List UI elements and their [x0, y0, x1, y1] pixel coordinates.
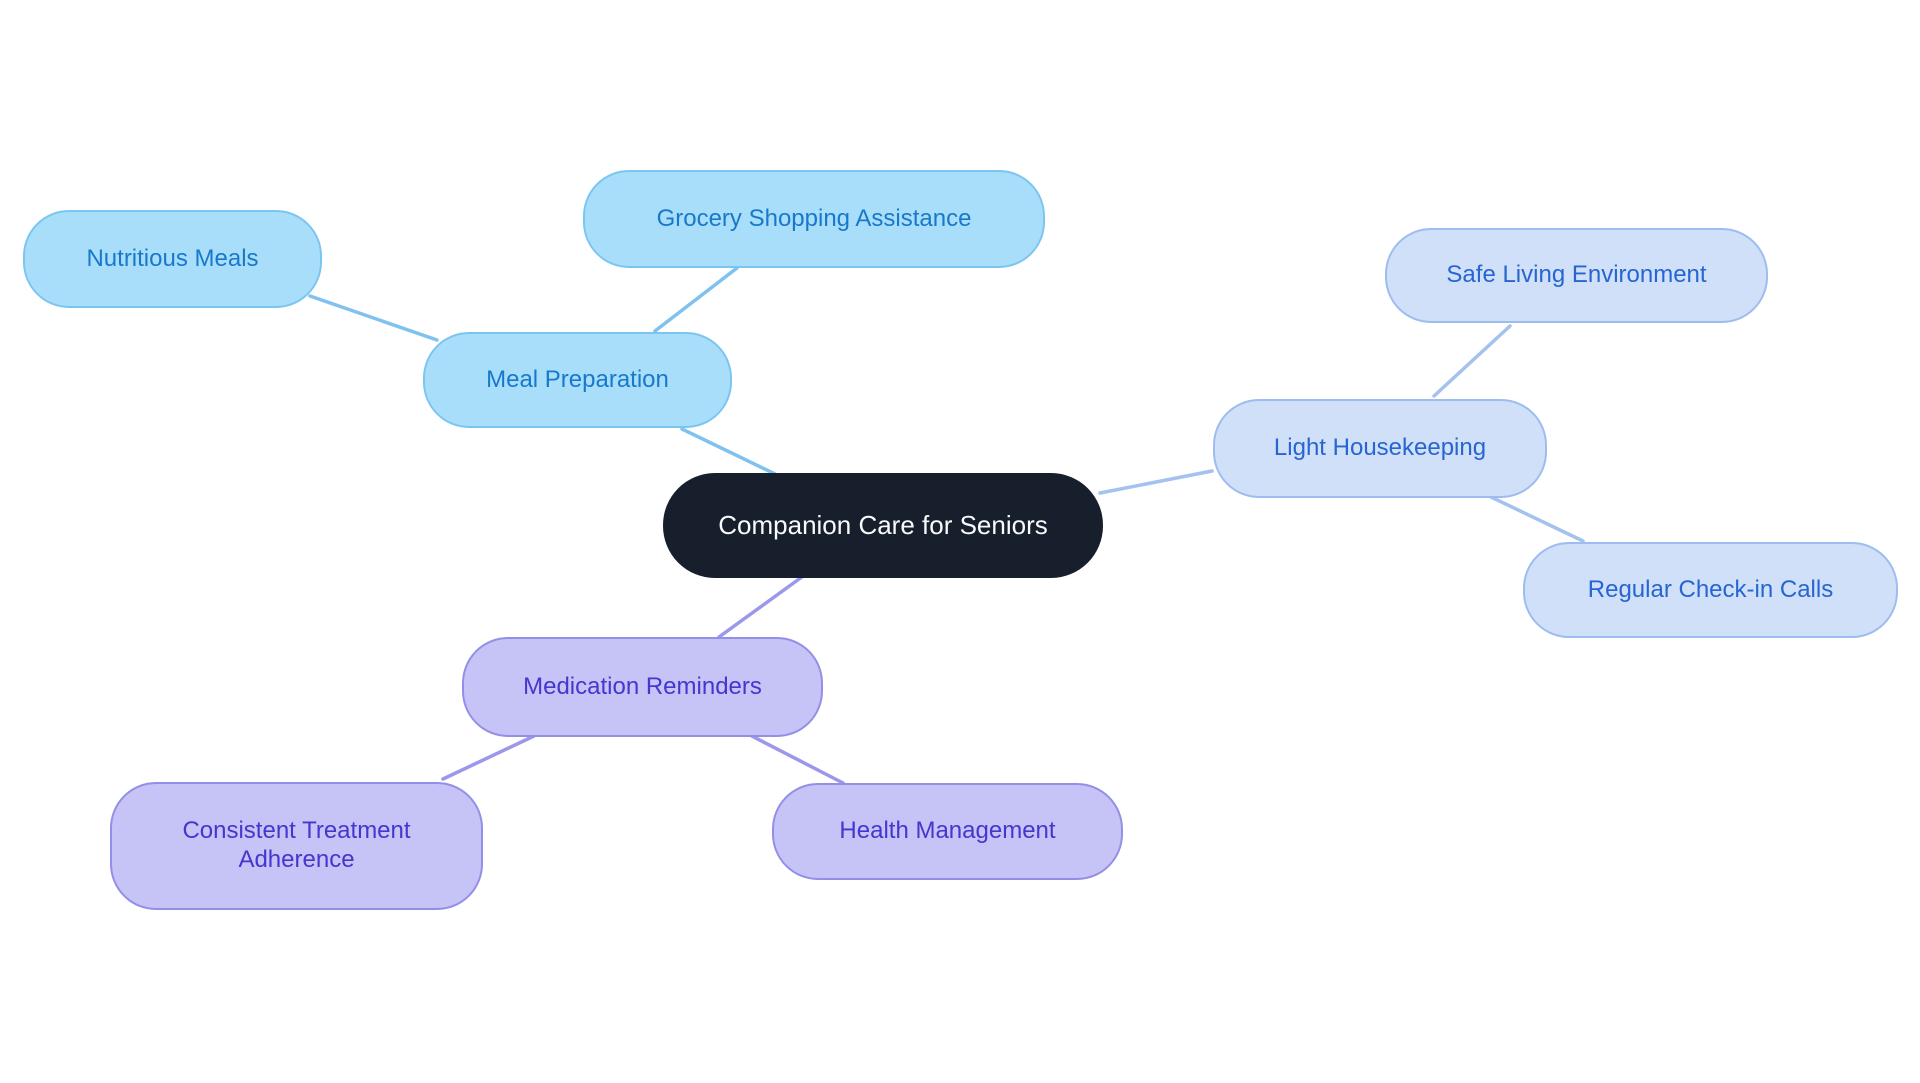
edge-meal-preparation-grocery	[653, 266, 739, 333]
edge-central-light-housekeeping	[1098, 469, 1214, 495]
node-label: Grocery Shopping Assistance	[656, 204, 972, 232]
edge-medication-health-management	[746, 732, 845, 785]
node-label: Medication Reminders	[523, 672, 762, 700]
edge-meal-preparation-nutritious	[308, 294, 439, 342]
node-grocery-shopping-assistance[interactable]: Grocery Shopping Assistance	[583, 170, 1045, 268]
node-label: Companion Care for Seniors	[718, 509, 1048, 540]
node-medication-reminders[interactable]: Medication Reminders	[462, 637, 823, 737]
node-safe-living-environment[interactable]: Safe Living Environment	[1385, 228, 1768, 323]
edge-central-meal-preparation	[680, 427, 777, 476]
edge-medication-consistent-treatment	[441, 734, 536, 781]
node-light-housekeeping[interactable]: Light Housekeeping	[1213, 399, 1547, 498]
node-regular-check-in-calls[interactable]: Regular Check-in Calls	[1523, 542, 1898, 638]
node-label: Consistent Treatment Adherence	[182, 817, 411, 873]
node-meal-preparation[interactable]: Meal Preparation	[423, 332, 732, 428]
node-label: Meal Preparation	[486, 365, 669, 393]
edge-light-housekeeping-safe-living	[1432, 324, 1512, 398]
node-health-management[interactable]: Health Management	[772, 783, 1123, 880]
node-nutritious-meals[interactable]: Nutritious Meals	[23, 210, 322, 308]
node-label: Light Housekeeping	[1273, 434, 1487, 462]
node-label: Regular Check-in Calls	[1587, 575, 1834, 603]
node-label: Safe Living Environment	[1446, 261, 1707, 289]
edge-central-medication-reminders	[717, 572, 808, 639]
node-label: Health Management	[839, 817, 1056, 845]
edge-light-housekeeping-checkin	[1489, 495, 1585, 543]
node-label: Nutritious Meals	[86, 244, 259, 272]
node-consistent-treatment-adherence[interactable]: Consistent Treatment Adherence	[110, 782, 483, 910]
node-companion-care-for-seniors[interactable]: Companion Care for Seniors	[663, 473, 1103, 578]
